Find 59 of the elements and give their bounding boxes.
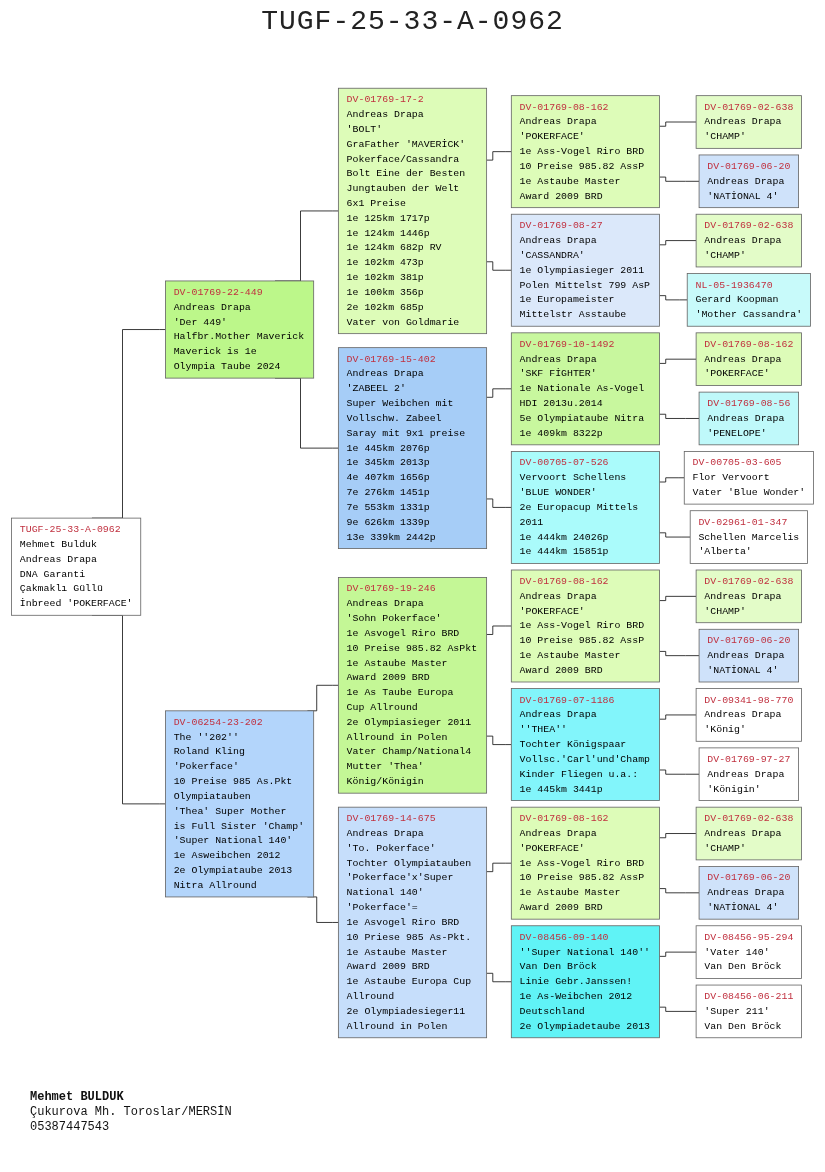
node-box: DV-01769-08-27 Andreas Drapa 'CASSANDRA' 1e Olympiasieger 2011 Polen Mittelst 799 AsP 1e Europameister Mittelstr Asstaube (510, 213, 660, 327)
node-box: DV-01769-17-2 Andreas Drapa 'BOLT' GraFather 'MAVERİCK' Pokerface/Cassandra Bolt Eine der Besten Jungtauben der Welt 6x1 Preise 1e 125km 1717p 1e 124km 1446p 1e 124km 682p RV 1e 102km 473p 1e 102km 381p 1e 100km 356p 2e 102km 685p Vater von Goldmarie (337, 87, 488, 335)
node-box: DV-01769-08-162 Andreas Drapa 'POKERFACE' (695, 332, 802, 386)
node-box: DV-01769-06-20 Andreas Drapa 'NATİONAL 4' (698, 628, 799, 683)
node-box: DV-01769-15-402 Andreas Drapa 'ZABEEL 2' Super Weibchen mit Vollschw. Zabeel Saray mit 9x1 preise 1e 445km 2076p 1e 345km 2013p 4e 407km 1656p 7e 276km 1451p 7e 553km 1331p 9e 626km 1339p 13e 339km 2442p (337, 347, 488, 549)
connector (659, 595, 697, 601)
connector (486, 151, 512, 161)
node-box: DV-00705-03-605 Flor Vervoort Vater 'Blue Wonder' (683, 451, 814, 505)
connector (659, 888, 700, 894)
node-box: DV-06254-23-202 The ''202'' Roland Kling 'Pokerface' 10 Preise 985 As.Pkt Olympiatauben 'Thea' Super Mother is Full Sister 'Champ' 'Super National 140' 1e Asweibchen 2012 2e Olympiataube 2013 Nitra Allround (165, 710, 315, 898)
node-box: DV-01769-22-449 Andreas Drapa 'Der 449' Halfbr.Mother Maverick Maverick is 1e Olympia Taube 2024 (165, 280, 315, 379)
node-box: DV-01769-97-27 Andreas Drapa 'Königin' (698, 747, 799, 801)
connector (486, 735, 512, 745)
node-box: DV-00705-07-526 Vervoort Schellens 'BLUE WONDER' 2e Europacup Mittels 2011 1e 444km 24026p 1e 444km 15851p (510, 451, 660, 564)
node-box: DV-01769-08-162 Andreas Drapa 'POKERFACE' 1e Ass-Vogel Riro BRD 10 Preise 985.82 AssP 1e Astaube Master Award 2009 BRD (510, 806, 660, 920)
node-box: DV-01769-19-246 Andreas Drapa 'Sohn Pokerface' 1e Asvogel Riro BRD 10 Preise 985.82 AsPkt 1e Astaube Master Award 2009 BRD 1e As Taube Europa Cup Allround 2e Olympiasieger 2011 Allround in Polen Vater Champ/National4 Mutter 'Thea' König/Königin (337, 577, 488, 794)
owner-info-text: Mehmet BULDUK (30, 1090, 124, 1105)
owner-info-text: 05387447543 (30, 1120, 111, 1135)
node-box: DV-08456-95-294 'Vater 140' Van Den Bröck (695, 925, 802, 979)
connector (659, 532, 691, 538)
node-box: DV-01769-07-1186 Andreas Drapa ''THEA'' Tochter Königspaar Vollsc.'Carl'und'Champ Kinder Fliegen u.a.: 1e 445km 3441p (510, 688, 660, 801)
connector (659, 651, 700, 657)
node-box: DV-01769-08-56 Andreas Drapa 'PENELOPE' (698, 391, 799, 446)
connector (659, 295, 688, 301)
node-box: DV-01769-08-162 Andreas Drapa 'POKERFACE' 1e Ass-Vogel Riro BRD 10 Preise 985.82 AssP 1e Astaube Master Award 2009 BRD (510, 95, 660, 209)
node-box: DV-01769-02-638 Andreas Drapa 'CHAMP' (695, 95, 802, 149)
connector (659, 833, 697, 839)
pedigree-title: TUGF-25-33-A-0962 (260, 6, 565, 37)
connector (486, 261, 512, 271)
node-box: DV-09341-98-770 Andreas Drapa 'König' (695, 688, 802, 742)
node-box: DV-01769-08-162 Andreas Drapa 'POKERFACE' 1e Ass-Vogel Riro BRD 10 Preise 985.82 AssP 1e Astaube Master Award 2009 BRD (510, 569, 660, 683)
connector (659, 240, 697, 246)
owner-info-text: Çukurova Mh. Toroslar/MERSİN (30, 1105, 232, 1120)
connector (659, 1006, 697, 1012)
node-box: DV-01769-02-638 Andreas Drapa 'CHAMP' (695, 213, 802, 268)
node-box: NL-05-1936470 Gerard Koopman 'Mother Cassandra' (686, 273, 811, 327)
connector (659, 769, 700, 775)
node-box: DV-01769-10-1492 Andreas Drapa 'SKF FİGHTER' 1e Nationale As-Vogel HDI 2013u.2014 5e Olympiataube Nitra 1e 409km 8322p (510, 332, 660, 446)
node-box: DV-01769-06-20 Andreas Drapa 'NATİONAL 4' (698, 866, 799, 920)
connector (659, 714, 697, 720)
connector (486, 862, 512, 873)
node-box: DV-01769-02-638 Andreas Drapa 'CHAMP' (695, 806, 802, 861)
node-box: DV-08456-06-211 'Super 211' Van Den Bröck (695, 984, 802, 1039)
connector (486, 625, 512, 635)
connector (659, 413, 700, 419)
node-box: DV-01769-06-20 Andreas Drapa 'NATİONAL 4' (698, 154, 799, 209)
connector (486, 972, 512, 983)
node-box: DV-08456-09-140 ''Super National 140'' Van Den Bröck Linie Gebr.Janssen! 1e As-Weibchen 2012 Deutschland 2e Olympiadetaube 2013 (510, 925, 660, 1039)
node-box: DV-01769-14-675 Andreas Drapa 'To. Pokerface' Tochter Olympiatauben 'Pokerface'x'Super National 140' 'Pokerface'= 1e Asvogel Riro BRD 10 Priese 985 As-Pkt. 1e Astaube Master Award 2009 BRD 1e Astaube Europa Cup Allround 2e Olympiadesieger11 Allround in Polen (337, 806, 488, 1039)
connector (659, 951, 697, 957)
connector (659, 358, 697, 364)
connector (486, 388, 512, 398)
node-box: TUGF-25-33-A-0962 Mehmet Bulduk Andreas Drapa DNA Garanti Çakmaklı Güllü İnbreed 'POKERFACE' (11, 517, 142, 616)
connector (659, 121, 697, 127)
node-box: DV-02961-01-347 Schellen Marcelis 'Alberta' (689, 510, 808, 564)
connector (659, 176, 700, 182)
node-box: DV-01769-02-638 Andreas Drapa 'CHAMP' (695, 569, 802, 624)
connector (659, 477, 685, 483)
connector (486, 498, 512, 508)
